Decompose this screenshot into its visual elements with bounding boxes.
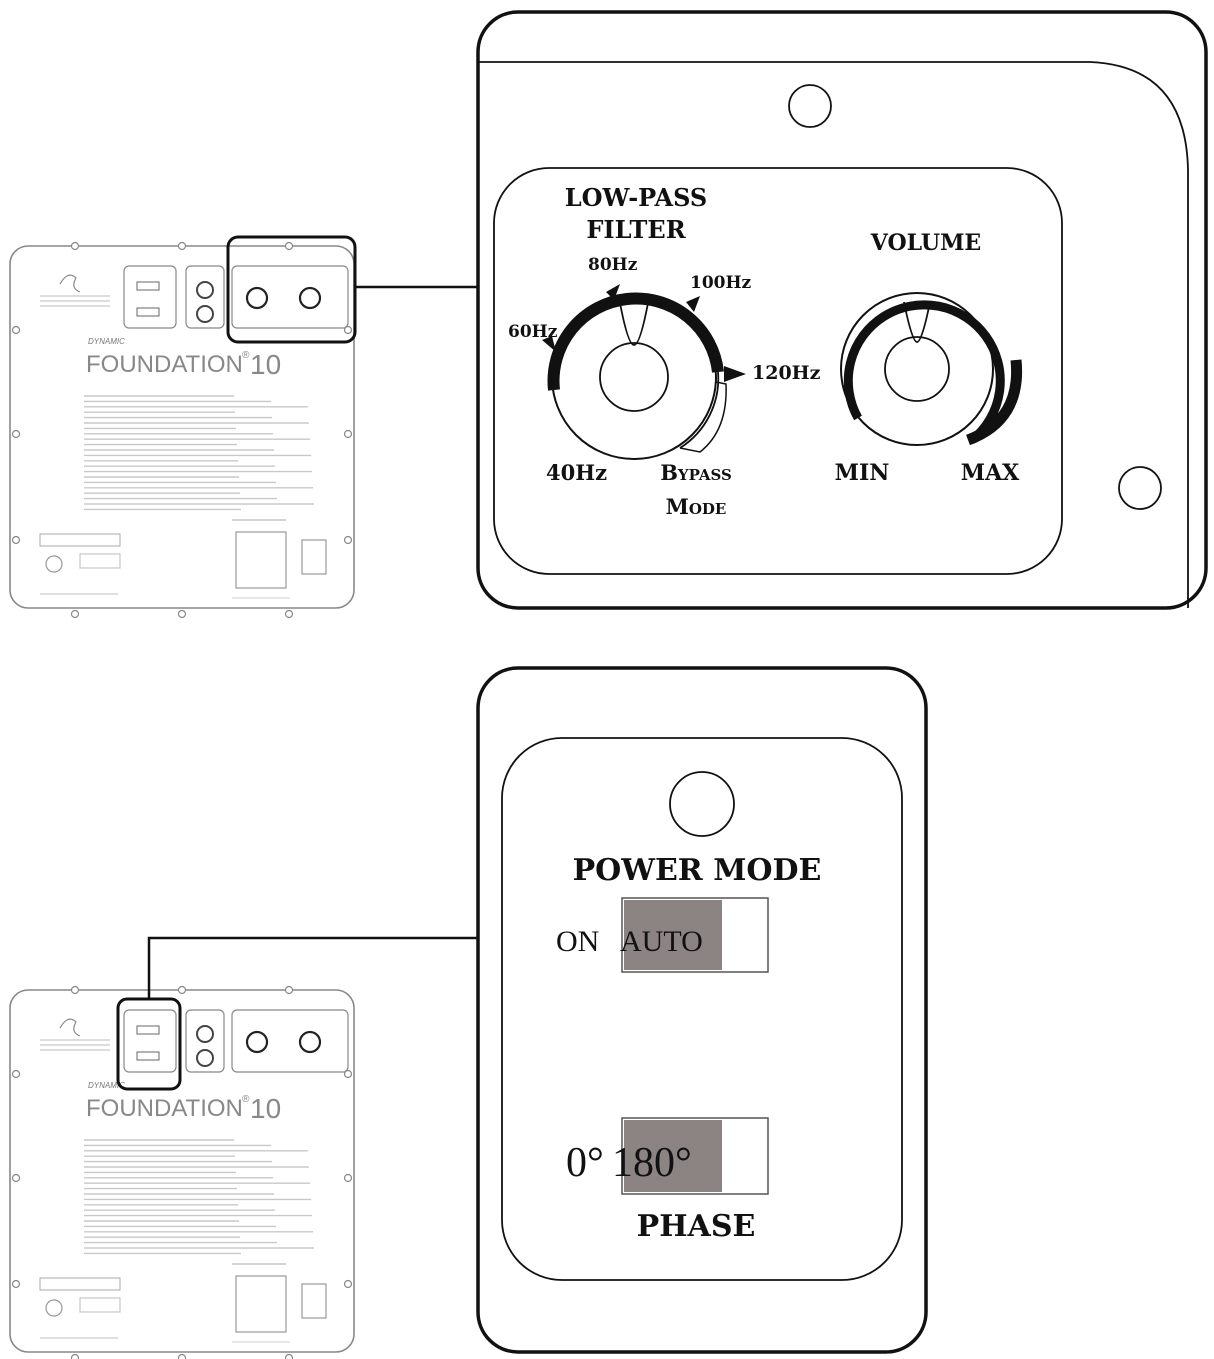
knob-thumb [245, 286, 269, 310]
screw-hole [343, 1173, 353, 1183]
switch-thumb [136, 1051, 160, 1061]
freq-label-120: 120Hz [752, 362, 821, 384]
rca-jack-icon [196, 1025, 214, 1043]
screw-hole [177, 609, 187, 619]
volume-title: VOLUME [870, 230, 981, 256]
registered-mark-text: ® [242, 1094, 250, 1105]
screw-hole [343, 535, 353, 545]
enlarged-panel-controls: LOW-PASS FILTER 60Hz 80Hz 100Hz 120Hz 40… [476, 10, 1208, 610]
registered-mark-text: ® [242, 350, 250, 361]
screw-hole [70, 241, 80, 251]
screw-hole [70, 985, 80, 995]
certification-icon [79, 553, 121, 569]
power-mode-title: POWER MODE [573, 853, 822, 888]
screw-hole [177, 1353, 187, 1359]
warning-label [39, 1277, 121, 1291]
switch-thumb [136, 281, 160, 291]
brand-logo-mark [59, 274, 81, 293]
freq-label-60: 60Hz [508, 322, 558, 342]
screw-hole [70, 1353, 80, 1359]
control-plate [493, 167, 1063, 575]
model-number-text: 10 [250, 349, 281, 380]
freq-label-40: 40Hz [546, 460, 607, 485]
input-plate-thumb [185, 1009, 225, 1073]
screw-hole [284, 985, 294, 995]
control-plate-thumb [231, 1009, 349, 1073]
amplifier-thumbnail-top: DYNAMIC FOUNDATION®10 [9, 241, 355, 619]
screw-hole [70, 609, 80, 619]
freq-label-100: 100Hz [690, 273, 752, 293]
warning-label [39, 533, 121, 547]
switch-plate-thumb [123, 1009, 177, 1073]
switch-plate-thumb [123, 265, 177, 329]
power-auto-label: AUTO [620, 925, 703, 958]
enlarged-panel-switches: POWER MODE ON AUTO 0° 180° PHASE [476, 666, 928, 1354]
screw-hole [177, 985, 187, 995]
screw-hole [343, 429, 353, 439]
model-number-text: 10 [250, 1093, 281, 1124]
amplifier-thumbnail-bottom: DYNAMIC FOUNDATION®10 [9, 985, 355, 1359]
volume-knob [840, 292, 1023, 446]
highlight-box-controls [226, 235, 357, 344]
knob-thumb [298, 286, 322, 310]
screw-hole [177, 241, 187, 251]
power-inlet [235, 531, 287, 589]
screw-hole [11, 535, 21, 545]
certification-icon [45, 555, 63, 573]
switch-plate [501, 737, 903, 1281]
brand-logo-mark [59, 1018, 81, 1037]
model-name-text: FOUNDATION [86, 351, 243, 378]
lowpass-title-line2: FILTER [586, 215, 686, 244]
certification-icon [79, 1297, 121, 1313]
screw-hole [284, 241, 294, 251]
switch-thumb [136, 1025, 160, 1035]
phase-180-label: 180° [612, 1140, 692, 1186]
phase-switch [621, 1117, 769, 1195]
screw-hole [11, 429, 21, 439]
model-name-text: FOUNDATION [86, 1095, 243, 1122]
power-mode-switch [621, 897, 769, 973]
power-inlet [235, 1275, 287, 1333]
knob-thumb [245, 1030, 269, 1054]
power-switch-thumb [301, 1283, 327, 1319]
mounting-hole [1118, 466, 1162, 510]
brand-small-text: DYNAMIC [88, 1081, 125, 1090]
control-plate-thumb [231, 265, 349, 329]
input-plate-thumb [185, 265, 225, 329]
bypass-label-line2: Mode [666, 494, 727, 519]
switch-thumb [136, 307, 160, 317]
screw-hole [11, 1279, 21, 1289]
volume-max-label: MAX [961, 460, 1020, 486]
power-on-label: ON [556, 925, 599, 958]
screw-hole [11, 1173, 21, 1183]
volume-min-label: MIN [835, 460, 890, 486]
screw-hole [284, 609, 294, 619]
screw-hole [11, 1069, 21, 1079]
bypass-label-line1: Bypass [660, 460, 732, 485]
mounting-hole [788, 84, 832, 128]
phase-zero-label: 0° [566, 1140, 604, 1186]
phase-title: PHASE [637, 1209, 756, 1244]
lowpass-filter-knob [542, 284, 746, 460]
lowpass-title-line1: LOW-PASS [565, 183, 707, 212]
certification-icon [45, 1299, 63, 1317]
knob-thumb [298, 1030, 322, 1054]
mounting-hole [669, 771, 735, 837]
screw-hole [11, 325, 21, 335]
freq-label-80: 80Hz [588, 255, 638, 275]
power-switch-thumb [301, 539, 327, 575]
highlight-box-switches [116, 997, 182, 1091]
rca-jack-icon [196, 305, 214, 323]
connector-line-bottom [147, 936, 478, 999]
rca-jack-icon [196, 281, 214, 299]
rca-jack-icon [196, 1049, 214, 1067]
brand-small-text: DYNAMIC [88, 337, 125, 346]
screw-hole [343, 1279, 353, 1289]
screw-hole [343, 1069, 353, 1079]
screw-hole [284, 1353, 294, 1359]
screw-hole [343, 325, 353, 335]
